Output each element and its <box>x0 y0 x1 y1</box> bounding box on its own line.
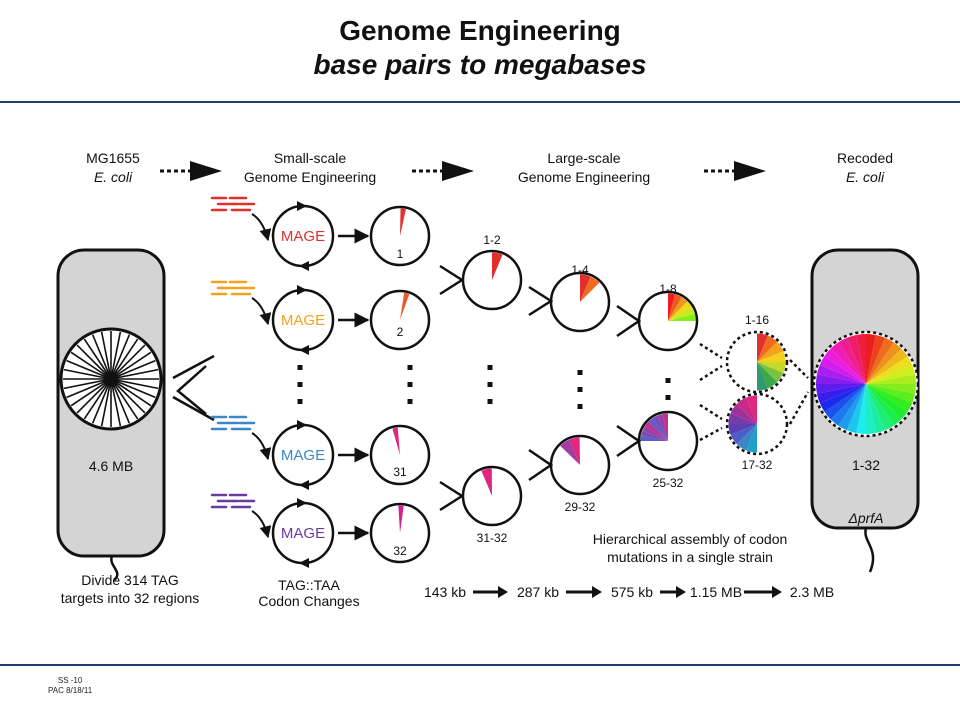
assembly-caption-2: mutations in a single strain <box>607 549 773 565</box>
assembly-pie: 31-32 <box>461 465 523 545</box>
pie-label: 1-8 <box>659 282 677 296</box>
recoded-cell: 1-32 ΔprfA <box>810 248 920 573</box>
assembly-pie: 1-4 <box>549 263 611 333</box>
pie-label: 25-32 <box>653 476 684 490</box>
end-species-label: E. coli <box>846 169 885 185</box>
assembly-pies: 1 2 31 32 1-2 31-32 1-4 29-32 1-8 25-32 1-16 17-32 <box>369 205 789 564</box>
pie-label: 1 <box>397 247 404 261</box>
source-cell: 4.6 MB <box>56 248 166 581</box>
size-progression: 143 kb 287 kb 575 kb 1.15 MB 2.3 MB <box>424 584 834 600</box>
size-label: 287 kb <box>517 584 559 600</box>
large-scale-label: Large-scale <box>547 150 620 166</box>
mage-label: MAGE <box>281 447 325 464</box>
oligo-pool <box>210 493 256 509</box>
assembly-pie: 32 <box>369 502 431 564</box>
page-title: Genome Engineering <box>339 15 621 46</box>
mage-cycle: MAGE <box>210 493 370 568</box>
assembly-pie: 25-32 <box>637 410 699 490</box>
small-scale-sub-label: Genome Engineering <box>244 169 376 185</box>
size-arrow <box>660 586 686 598</box>
footer-rule <box>0 664 960 666</box>
half-genome-pie: 17-32 <box>725 392 789 472</box>
small-scale-label: Small-scale <box>274 150 347 166</box>
mage-label: MAGE <box>281 312 325 329</box>
pie-label: 31 <box>393 465 407 479</box>
pie-label: 1-4 <box>571 263 589 277</box>
stage-arrow-2 <box>412 161 474 181</box>
footer: SS -10 PAC 8/18/11 <box>48 676 92 696</box>
pie-label: 17-32 <box>742 458 773 472</box>
header-rule <box>0 101 960 103</box>
assembly-caption-1: Hierarchical assembly of codon <box>593 531 788 547</box>
size-label: 575 kb <box>611 584 653 600</box>
assembly-pie: 1-2 <box>461 233 523 311</box>
assembly-pie: 1-8 <box>637 282 699 352</box>
codon-caption-1: TAG::TAA <box>278 577 340 593</box>
pie-label: 31-32 <box>477 531 508 545</box>
oligo-pool <box>210 415 256 431</box>
footer-date: PAC 8/18/11 <box>48 686 93 695</box>
split-arrows <box>172 354 215 422</box>
recoded-range-label: 1-32 <box>852 457 880 473</box>
size-label: 2.3 MB <box>790 584 834 600</box>
start-species-label: E. coli <box>94 169 133 185</box>
mage-cycle: MAGE <box>210 196 370 271</box>
mage-cycle: MAGE <box>210 280 370 355</box>
mage-label: MAGE <box>281 525 325 542</box>
genome-region-spokes <box>63 331 159 427</box>
footer-slide-id: SS -10 <box>57 676 83 685</box>
start-strain-label: MG1655 <box>86 150 140 166</box>
size-arrow <box>744 586 782 598</box>
recoded-genome-wheel <box>812 330 920 438</box>
size-label: 1.15 MB <box>690 584 742 600</box>
size-label: 143 kb <box>424 584 466 600</box>
mage-label: MAGE <box>281 228 325 245</box>
pie-label: 1-16 <box>745 313 769 327</box>
merge-chevrons <box>439 264 810 512</box>
assembly-pie: 31 <box>369 424 431 486</box>
pie-label: 32 <box>393 544 407 558</box>
stage-arrow-3 <box>704 161 766 181</box>
pie-label: 2 <box>397 325 404 339</box>
mage-cycle: MAGE <box>210 415 370 490</box>
assembly-pie: 29-32 <box>549 434 611 514</box>
title-block: Genome Engineering base pairs to megabas… <box>0 14 960 82</box>
pie-label: 29-32 <box>565 500 596 514</box>
continuation-dots <box>297 365 671 417</box>
large-scale-sub-label: Genome Engineering <box>518 169 650 185</box>
mage-cycles: MAGE MAGE MAGE MAGE <box>210 196 370 568</box>
size-arrow <box>473 586 508 598</box>
divide-caption-1: Divide 314 TAG <box>81 572 179 588</box>
size-arrow <box>566 586 602 598</box>
assembly-pie: 1 <box>369 205 431 267</box>
half-genome-pie: 1-16 <box>725 313 789 394</box>
assembly-pie: 2 <box>369 289 431 351</box>
prfA-deletion-label: ΔprfA <box>847 510 883 526</box>
codon-caption-2: Codon Changes <box>258 593 359 609</box>
divide-caption-2: targets into 32 regions <box>61 590 200 606</box>
oligo-pool <box>210 280 256 296</box>
pie-label: 1-2 <box>483 233 501 247</box>
stage-arrow-1 <box>160 161 222 181</box>
oligo-pool <box>210 196 256 212</box>
end-strain-label: Recoded <box>837 150 893 166</box>
genome-size-label: 4.6 MB <box>89 458 133 474</box>
page-subtitle: base pairs to megabases <box>313 49 647 80</box>
